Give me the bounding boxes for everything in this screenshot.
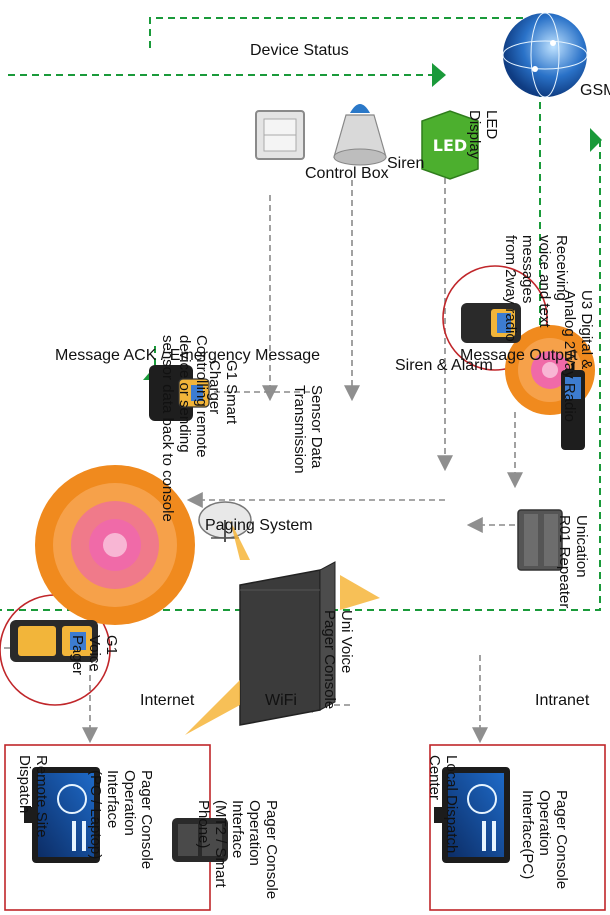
g1-charger-label: G1 Smart Charger [206,360,240,425]
local-center-label: Local Dispatch Center [426,755,460,854]
siren-alarm-label: Siren & Alarm [395,357,493,374]
handheld-radio-icon [561,363,585,450]
device-status-arrow-up [432,63,446,87]
mt2-label: Pager Console Operation Interface (MT2 /… [195,800,280,900]
r01-repeater-icon [517,509,563,571]
uni-console-label: Uni Voice Pager Console [321,610,355,710]
remote-site-label: Remote Site Dispatch [16,755,50,838]
local-dispatch-monitor-icon [434,767,510,863]
g1-voice-pager-icon [10,620,98,662]
wifi-router-icon [185,520,380,735]
u3-two-way-radio-icon [461,303,521,343]
intranet-label: Intranet [535,692,590,709]
u3-radio-highlight-circle [442,265,548,371]
sensor-tx-label: Sensor Data Transmission [291,385,325,474]
internet-label: Internet [140,692,195,709]
remote-site-monitor-icon [24,767,100,863]
message-ack-label: Message ACK / Emergency Message [55,347,320,364]
satellite-dish-icon [198,501,252,542]
wifi-label: WiFi [265,692,297,709]
g1-voice-pager-label: G1 Voice Pager [69,635,120,676]
local-pc-label: Pager Console Operation Interface(PC) [519,790,570,890]
gsm-globe-icon [502,12,588,98]
paging-system-label: Paging System [205,517,313,534]
led-display-icon: LED [421,110,479,180]
pc-laptop-label: Pager Console Operation Interface (PC / … [87,770,155,870]
message-output-label: Message Output [460,347,578,364]
siren-icon [333,104,387,166]
repeater-label: Unication R01 Repeater [556,515,590,609]
led-screen-text: LED [433,136,467,155]
control-box-label: Control Box [305,165,389,182]
receiving-label: Receiving voice and text messages from 2… [502,235,570,342]
gsm-arrow-top [590,128,602,152]
gsm-network-label: GSM Network [580,82,610,99]
gsm-link [0,140,601,611]
siren-label: Siren [387,155,424,172]
controlling-label: Controlling remote device or sending sen… [159,335,210,522]
control-box-icon [255,110,305,160]
mt2-smartphone-icon [172,818,228,862]
paging-waves-right [505,325,595,415]
led-display-label: LED Display [466,110,500,160]
device-status-label: Device Status [250,42,349,59]
u3-radio-label: U3 Digital & Analog 2Way Radio [561,290,595,423]
g1-smart-charger-icon [149,365,210,421]
message-ack-link [149,17,541,395]
paging-waves-left [35,465,195,625]
local-dispatch-center-box [429,744,606,911]
